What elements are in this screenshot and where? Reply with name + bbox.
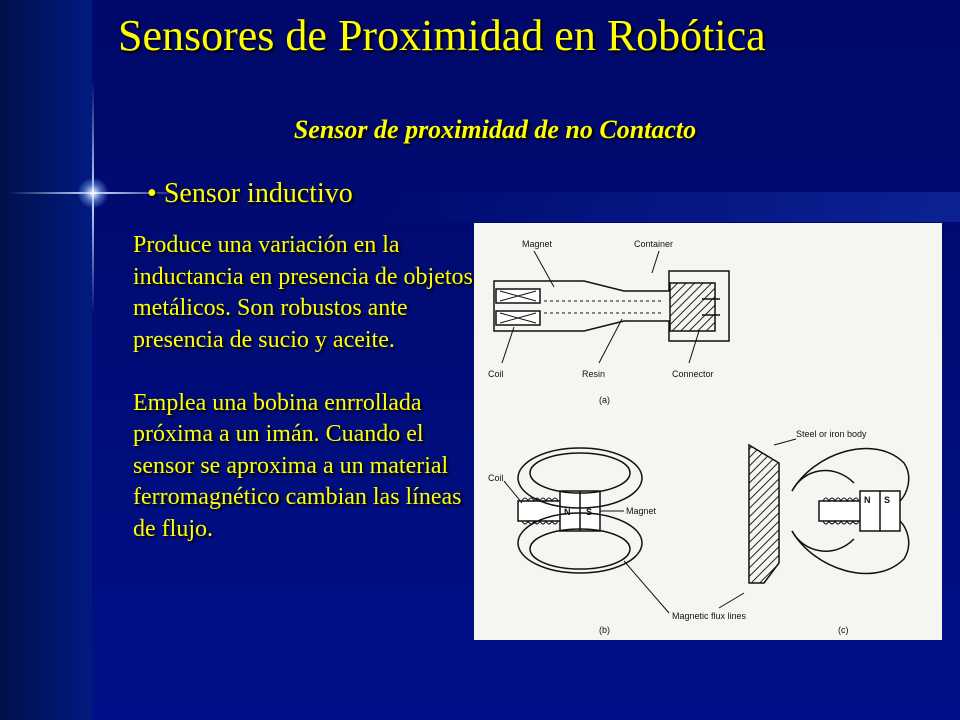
description-text: Produce una variación en la inductancia …: [133, 230, 473, 545]
caption-a: (a): [599, 395, 610, 405]
diagram-b-flux-lines: [503, 447, 670, 614]
background-light-band: [380, 192, 960, 222]
diagram-a-cross-section: [493, 250, 730, 364]
diagram-c-steel-body: [718, 438, 910, 609]
label-s-c: S: [884, 495, 890, 505]
diagram-drawing: Magnet Container Coil Resin Connector (a…: [488, 239, 910, 635]
label-coil-b: Coil: [488, 473, 504, 483]
caption-c: (c): [838, 625, 849, 635]
paragraph-1: Produce una variación en la inductancia …: [133, 232, 473, 353]
inductive-sensor-diagram: Magnet Container Coil Resin Connector (a…: [474, 223, 942, 640]
label-resin: Resin: [582, 369, 605, 379]
label-connector: Connector: [672, 369, 714, 379]
bullet-item: •Sensor inductivo: [147, 178, 353, 210]
paragraph-2: Emplea una bobina enrrollada próxima a u…: [133, 389, 462, 542]
caption-b: (b): [599, 625, 610, 635]
background-left-panel: [0, 0, 92, 720]
label-n-b: N: [564, 507, 571, 517]
lens-flare-glow: [78, 178, 108, 208]
label-flux-lines: Magnetic flux lines: [672, 611, 747, 621]
label-steel-body: Steel or iron body: [796, 429, 867, 439]
slide-title: Sensores de Proximidad en Robótica: [118, 11, 766, 60]
label-coil: Coil: [488, 369, 504, 379]
label-magnet: Magnet: [522, 239, 553, 249]
bullet-text: Sensor inductivo: [163, 178, 353, 209]
label-container: Container: [634, 239, 673, 249]
slide-subtitle: Sensor de proximidad de no Contacto: [293, 115, 697, 144]
label-magnet-b: Magnet: [626, 506, 657, 516]
label-s-b: S: [586, 507, 592, 517]
bullet-marker: •: [147, 178, 157, 209]
label-n-c: N: [864, 495, 871, 505]
